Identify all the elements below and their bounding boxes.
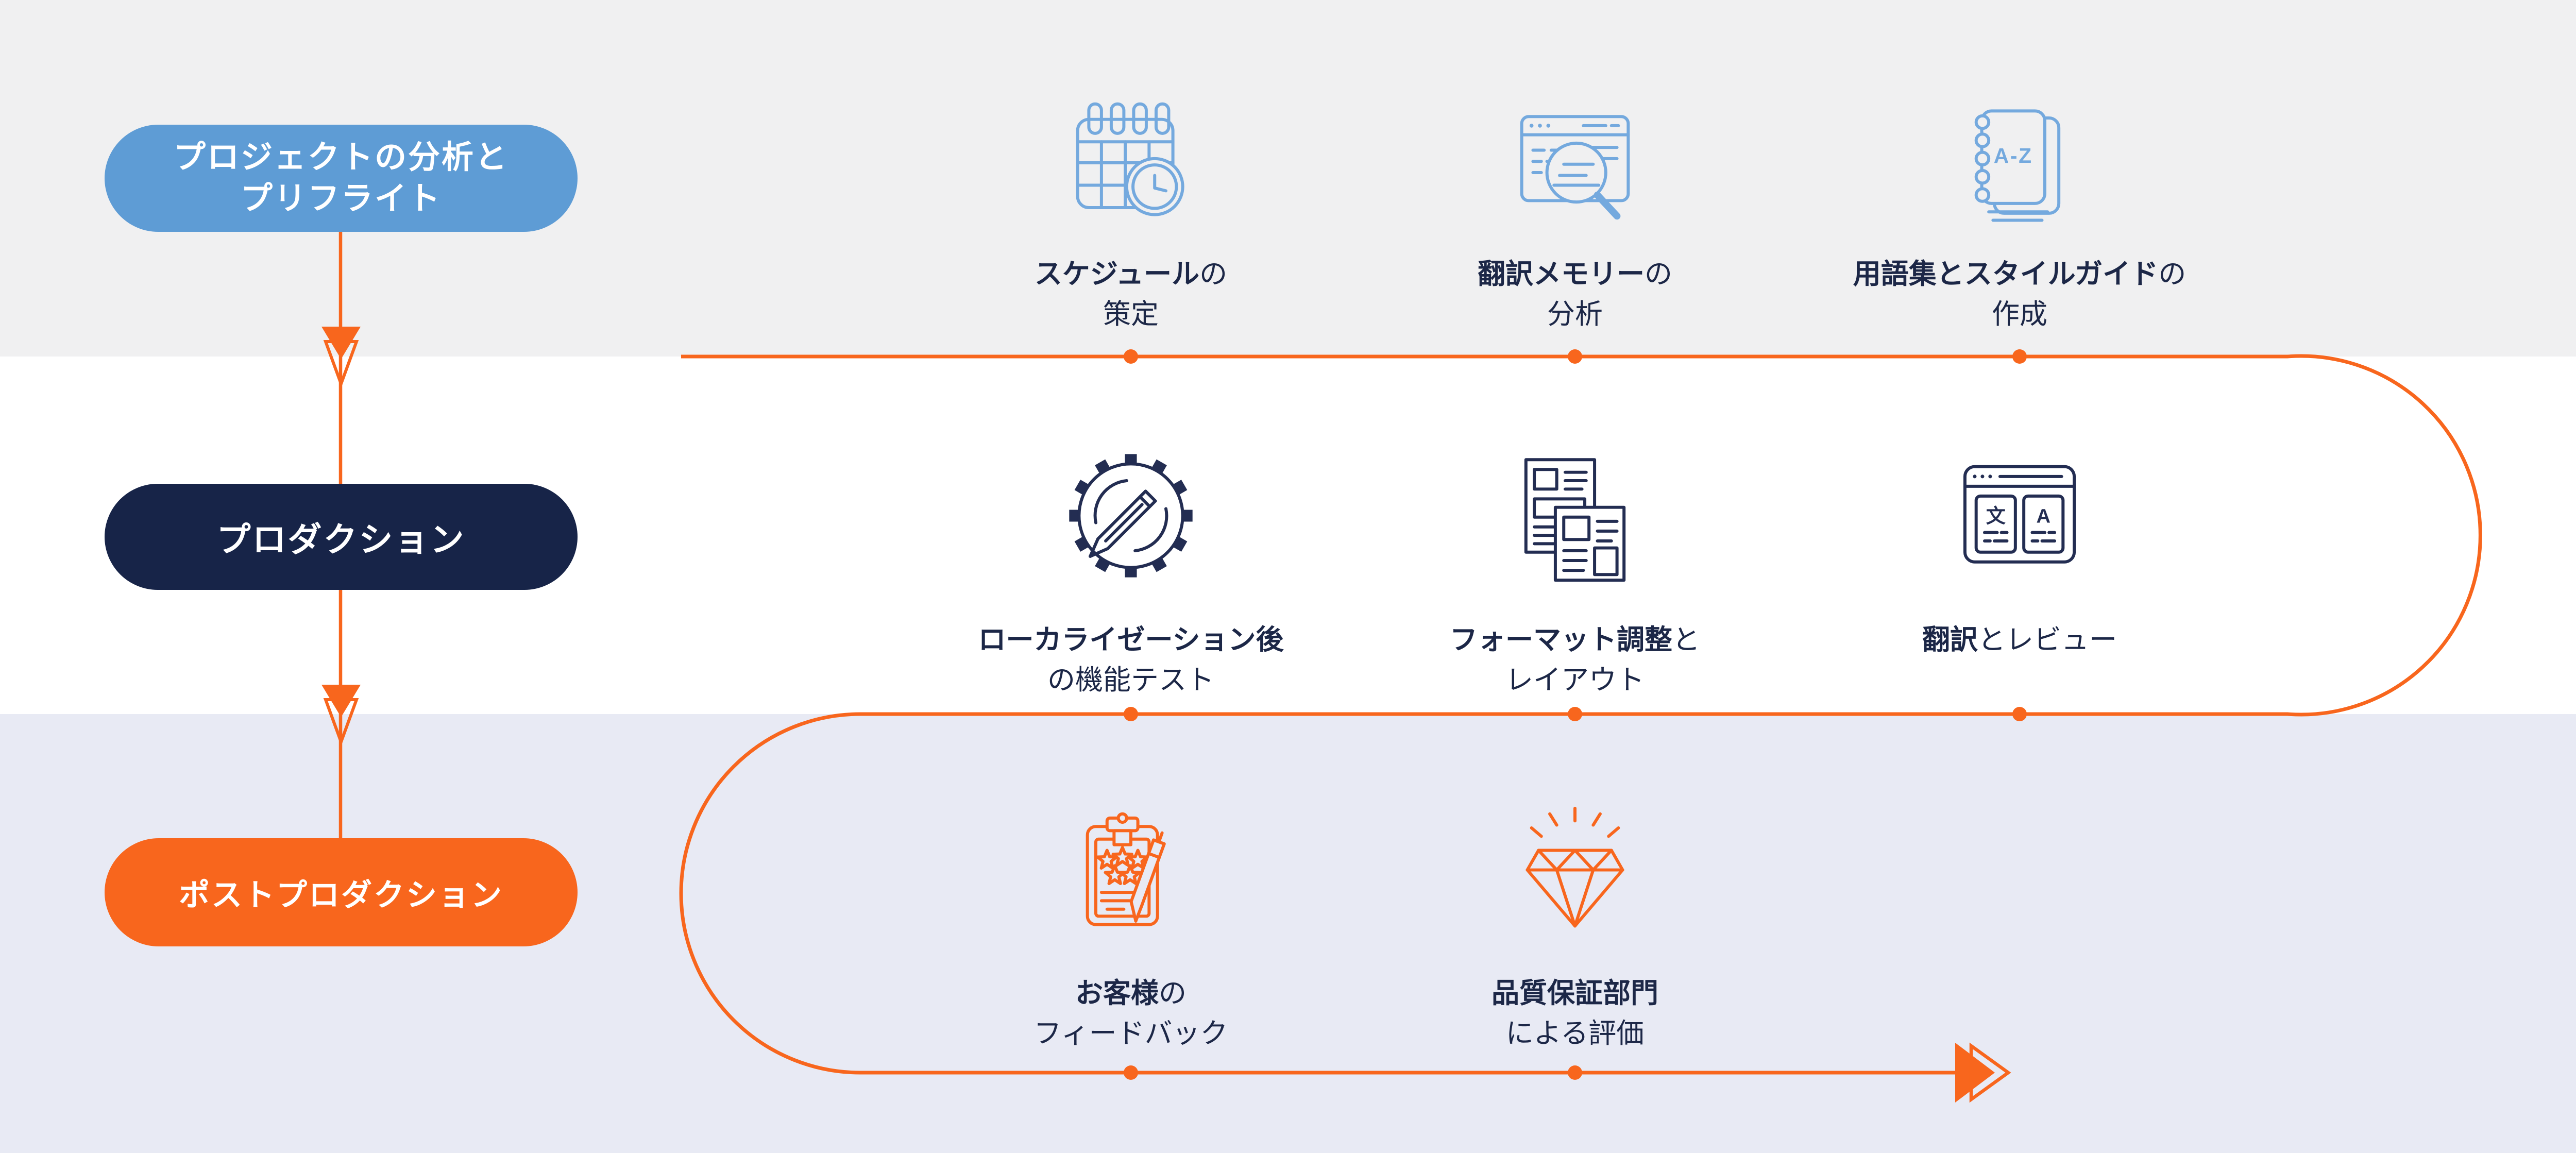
layout-pages-icon <box>1524 458 1626 582</box>
stage-pill-preflight: プロジェクトの分析と プリフライト <box>105 125 578 232</box>
browser-magnifier-icon <box>1520 115 1630 220</box>
step-customer-feedback: お客様の フィードバック <box>899 803 1363 1054</box>
step-functional-testing: ローカライゼーション後 の機能テスト <box>899 446 1363 700</box>
step-glossary-style-guide: A-Z 用語集とスタイルガイドの 作成 <box>1788 93 2251 334</box>
step-label: 品質保証部門 による評価 <box>1492 978 1658 1049</box>
az-notebook-icon: A-Z <box>1974 109 2061 222</box>
diamond-icon <box>1526 806 1624 928</box>
source-language-glyph: 文 <box>1986 505 2006 528</box>
step-schedule: スケジュールの 策定 <box>899 93 1363 334</box>
stage-pill-label: ポストプロダクション <box>179 877 503 912</box>
step-label: 翻訳メモリーの 分析 <box>1478 259 1672 330</box>
step-label: スケジュールの 策定 <box>1034 259 1228 330</box>
az-label: A-Z <box>1994 144 2033 167</box>
step-formatting-layout: フォーマット調整と レイアウト <box>1343 446 1807 700</box>
clipboard-stars-pen-icon <box>1086 812 1166 926</box>
step-label: 用語集とスタイルガイドの 作成 <box>1853 259 2187 330</box>
step-translation-memory: 翻訳メモリーの 分析 <box>1343 93 1807 334</box>
step-qa-evaluation: 品質保証部門 による評価 <box>1343 803 1807 1054</box>
target-language-glyph: A <box>2036 506 2050 528</box>
end-arrow-icon <box>1955 1042 2011 1103</box>
down-arrow-icon <box>321 327 361 388</box>
step-label: ローカライゼーション後 の機能テスト <box>978 624 1284 696</box>
step-label: 翻訳とレビュー <box>1922 624 2117 655</box>
step-label: フォーマット調整と レイアウト <box>1450 624 1700 696</box>
stage-pill-label: プロダクション <box>216 520 466 558</box>
step-label: お客様の フィードバック <box>1033 978 1228 1049</box>
translate-window-icon: 文 A <box>1963 465 2076 564</box>
stage-pill-postproduction: ポストプロダクション <box>105 838 578 946</box>
stage-pill-production: プロダクション <box>105 484 578 590</box>
stage-pill-label: プロジェクトの分析と <box>173 140 509 175</box>
stage-pill-label: プリフライト <box>240 181 442 216</box>
down-arrow-icon <box>321 685 361 747</box>
step-dots <box>1124 349 2027 1080</box>
flow-path <box>679 354 2482 1075</box>
gear-pencil-icon <box>1069 454 1193 578</box>
calendar-clock-icon <box>1076 102 1184 216</box>
step-translation-review: 文 A 翻訳とレビュー <box>1788 446 2251 660</box>
